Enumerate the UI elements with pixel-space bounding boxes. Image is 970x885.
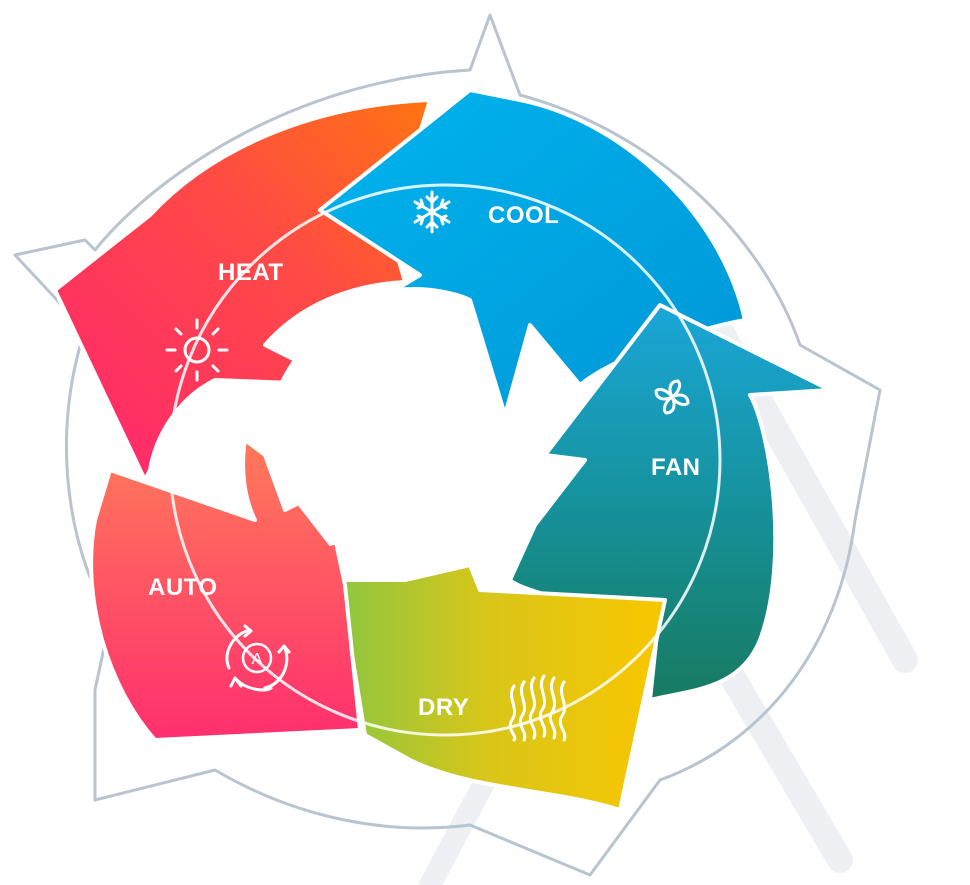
fan-label: FAN — [651, 454, 701, 481]
cool-label: COOL — [488, 202, 559, 229]
sun-icon — [165, 318, 229, 382]
outer-outline — [13, 13, 882, 877]
dry-segment[interactable] — [338, 563, 667, 812]
inner-cutout — [268, 319, 512, 547]
humidity-waves-icon — [508, 674, 567, 742]
auto-cycle-icon: A — [225, 624, 291, 692]
inner-guide-ring — [168, 183, 722, 737]
dry-label: DRY — [418, 694, 469, 721]
auto-icon-letter: A — [252, 651, 263, 668]
fan-icon — [654, 379, 690, 415]
heat-label: HEAT — [218, 259, 284, 286]
snowflake-icon — [413, 190, 451, 234]
auto-label: AUTO — [148, 574, 218, 601]
auto-segment[interactable] — [89, 438, 362, 742]
